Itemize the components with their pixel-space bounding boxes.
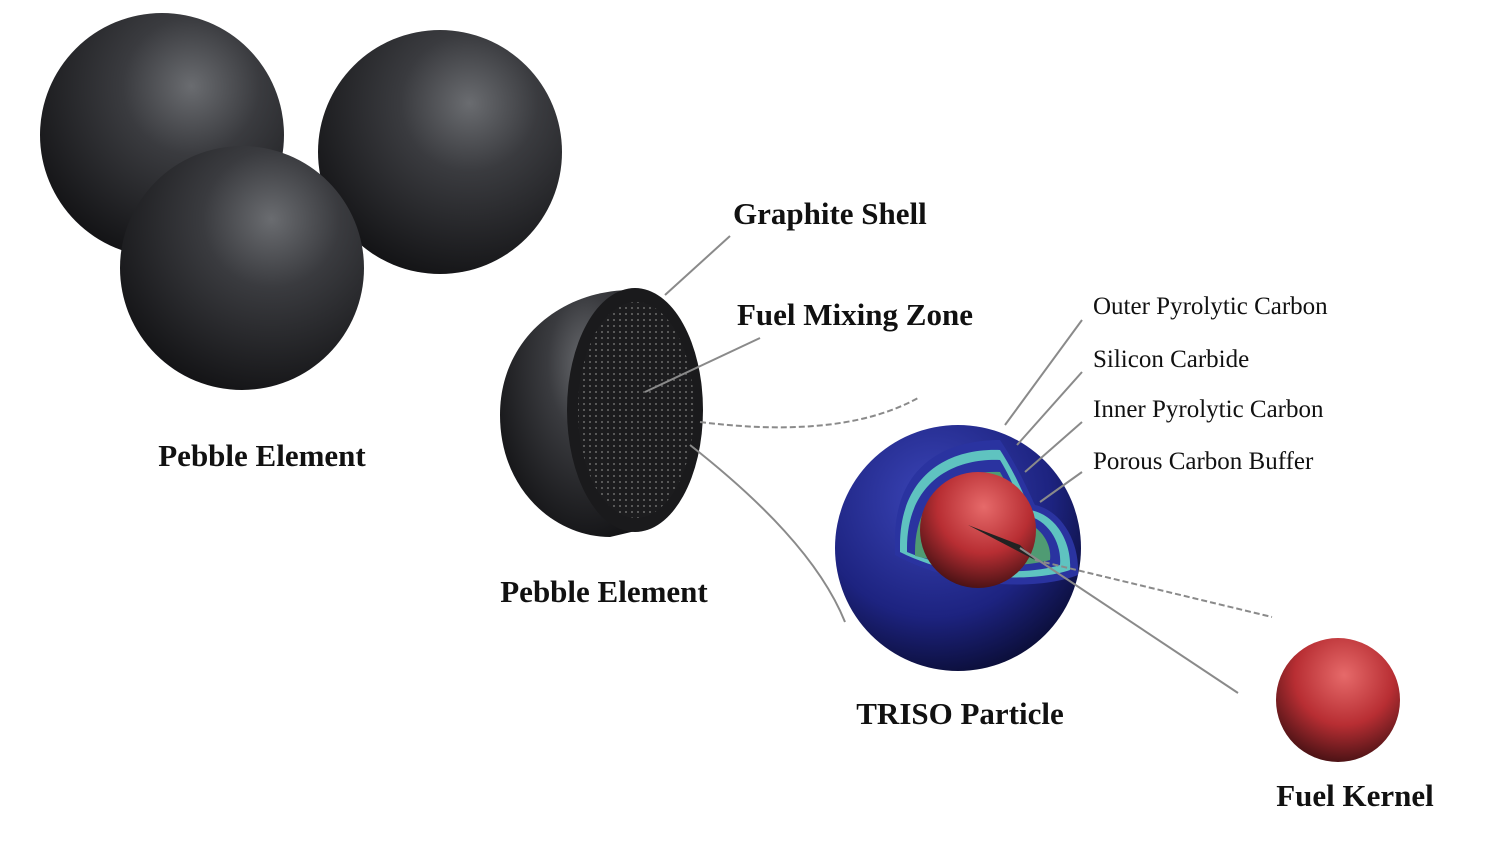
- inner-pyrolytic-carbon-label: Inner Pyrolytic Carbon: [1093, 396, 1324, 423]
- leader-line: [664, 235, 731, 296]
- connector-line: [1019, 547, 1239, 694]
- fuel-kernel: [1276, 638, 1400, 762]
- pebble-element-cut-label: Pebble Element: [500, 574, 708, 609]
- silicon-carbide-label: Silicon Carbide: [1093, 346, 1249, 373]
- pebble-element-label: Pebble Element: [158, 438, 366, 473]
- fuel-mixing-zone: [578, 302, 694, 518]
- triso-particle: [835, 425, 1081, 671]
- connector-line: [689, 444, 846, 623]
- fuel-mixing-zone-label: Fuel Mixing Zone: [737, 297, 973, 332]
- leader-line: [1039, 471, 1083, 503]
- leader-line: [1024, 421, 1083, 473]
- connector-line: [1034, 559, 1273, 618]
- pebble-cutaway: [500, 288, 703, 537]
- triso-particle-label: TRISO Particle: [856, 696, 1064, 731]
- pebble-sphere: [318, 30, 562, 274]
- connector-line: [699, 397, 919, 429]
- porous-carbon-buffer-label: Porous Carbon Buffer: [1093, 448, 1314, 475]
- leader-line: [1016, 371, 1083, 446]
- pebble-group: [40, 13, 562, 390]
- graphite-shell-label: Graphite Shell: [733, 196, 927, 231]
- pebble-sphere: [120, 146, 364, 390]
- outer-pyrolytic-carbon-label: Outer Pyrolytic Carbon: [1093, 293, 1328, 320]
- leader-line: [644, 337, 761, 393]
- fuel-kernel-label: Fuel Kernel: [1276, 778, 1434, 813]
- leader-line: [1004, 319, 1083, 426]
